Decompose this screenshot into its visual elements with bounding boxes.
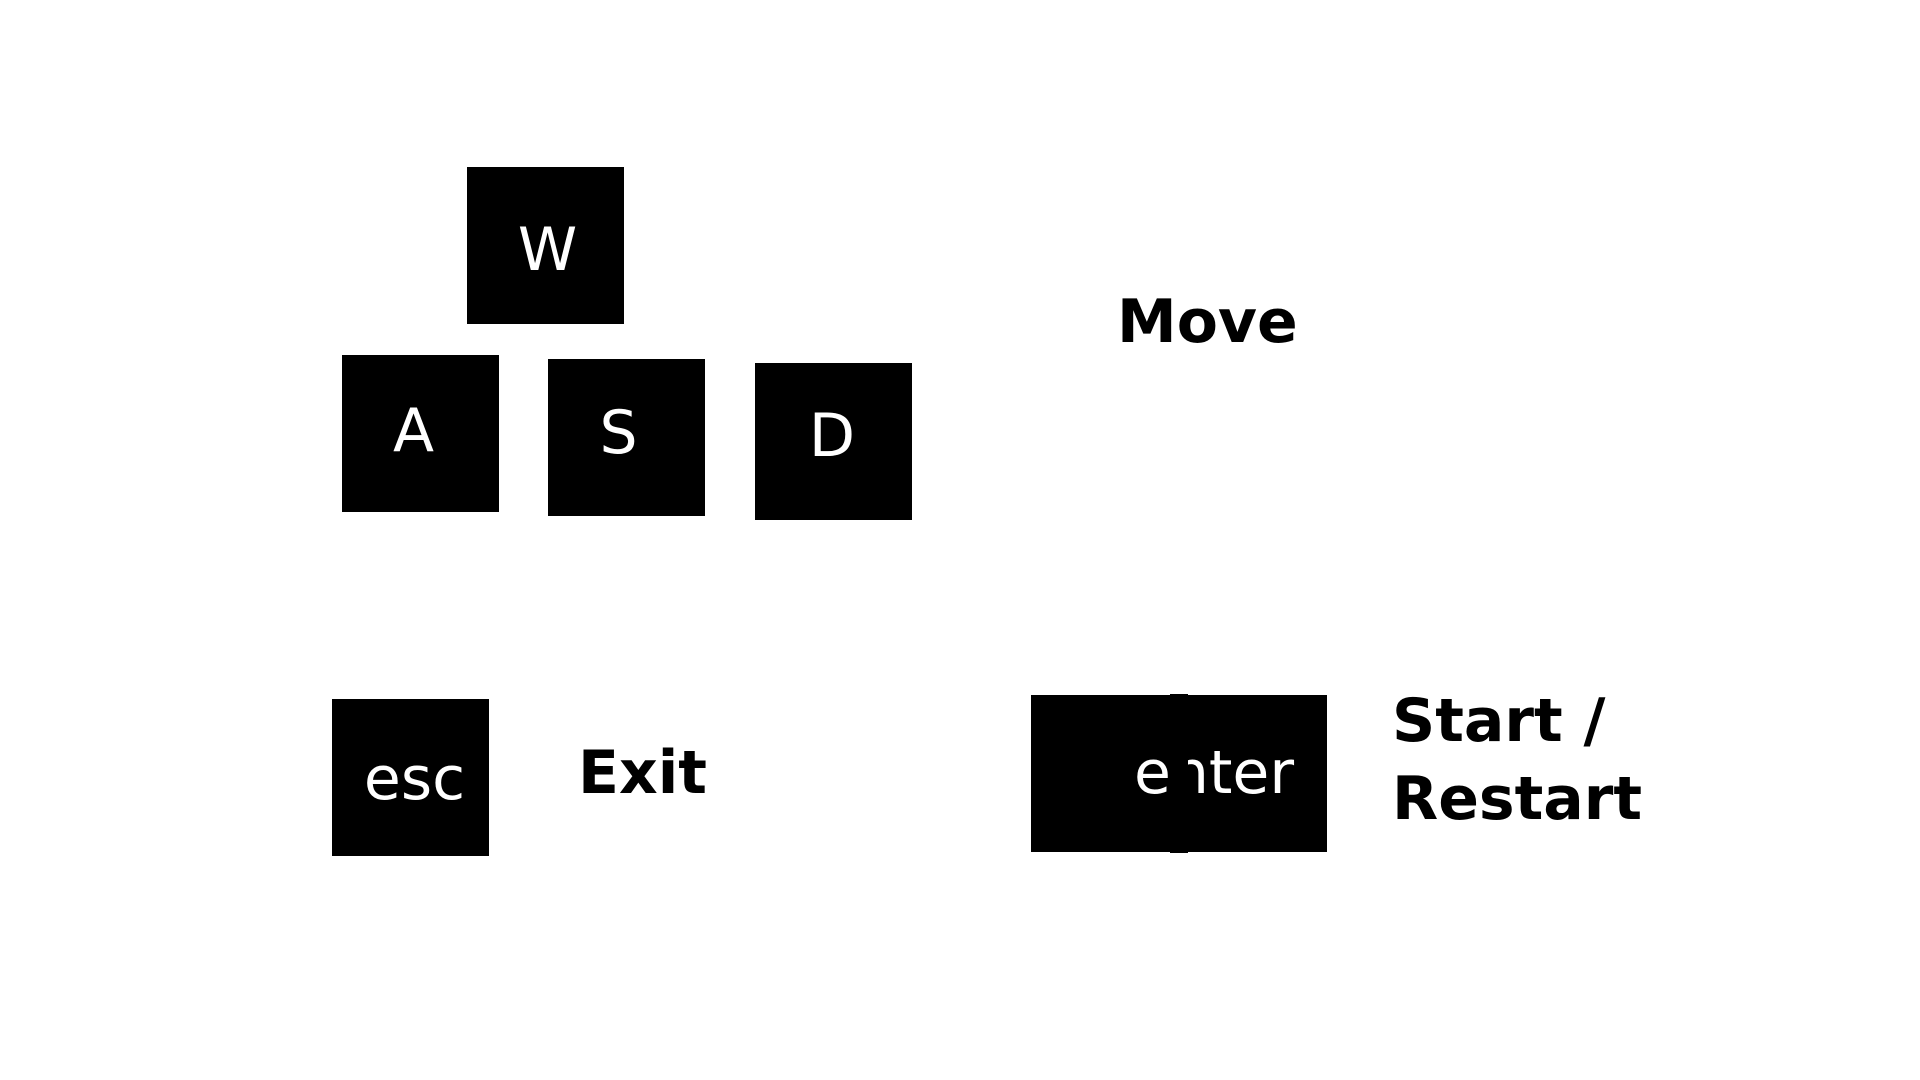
start-label-line1: Start /	[1392, 686, 1606, 756]
s-key[interactable]: S	[548, 359, 705, 516]
d-key[interactable]: D	[755, 363, 912, 520]
esc-key-label: esc	[363, 743, 466, 814]
start-label-line2: Restart	[1392, 764, 1643, 834]
a-key-label: A	[392, 395, 435, 466]
enter-key-seam	[1170, 694, 1188, 853]
s-key-label: S	[599, 398, 638, 468]
w-key[interactable]: W	[467, 167, 624, 324]
d-key-label: D	[808, 400, 856, 471]
move-label: Move	[1117, 287, 1298, 357]
exit-label: Exit	[578, 738, 707, 808]
start-restart-label: Start / Restart	[1392, 682, 1642, 838]
a-key[interactable]: A	[342, 355, 499, 512]
enter-key-label: enter	[1133, 737, 1294, 808]
w-key-label: W	[517, 214, 578, 285]
esc-key[interactable]: esc	[332, 699, 489, 856]
